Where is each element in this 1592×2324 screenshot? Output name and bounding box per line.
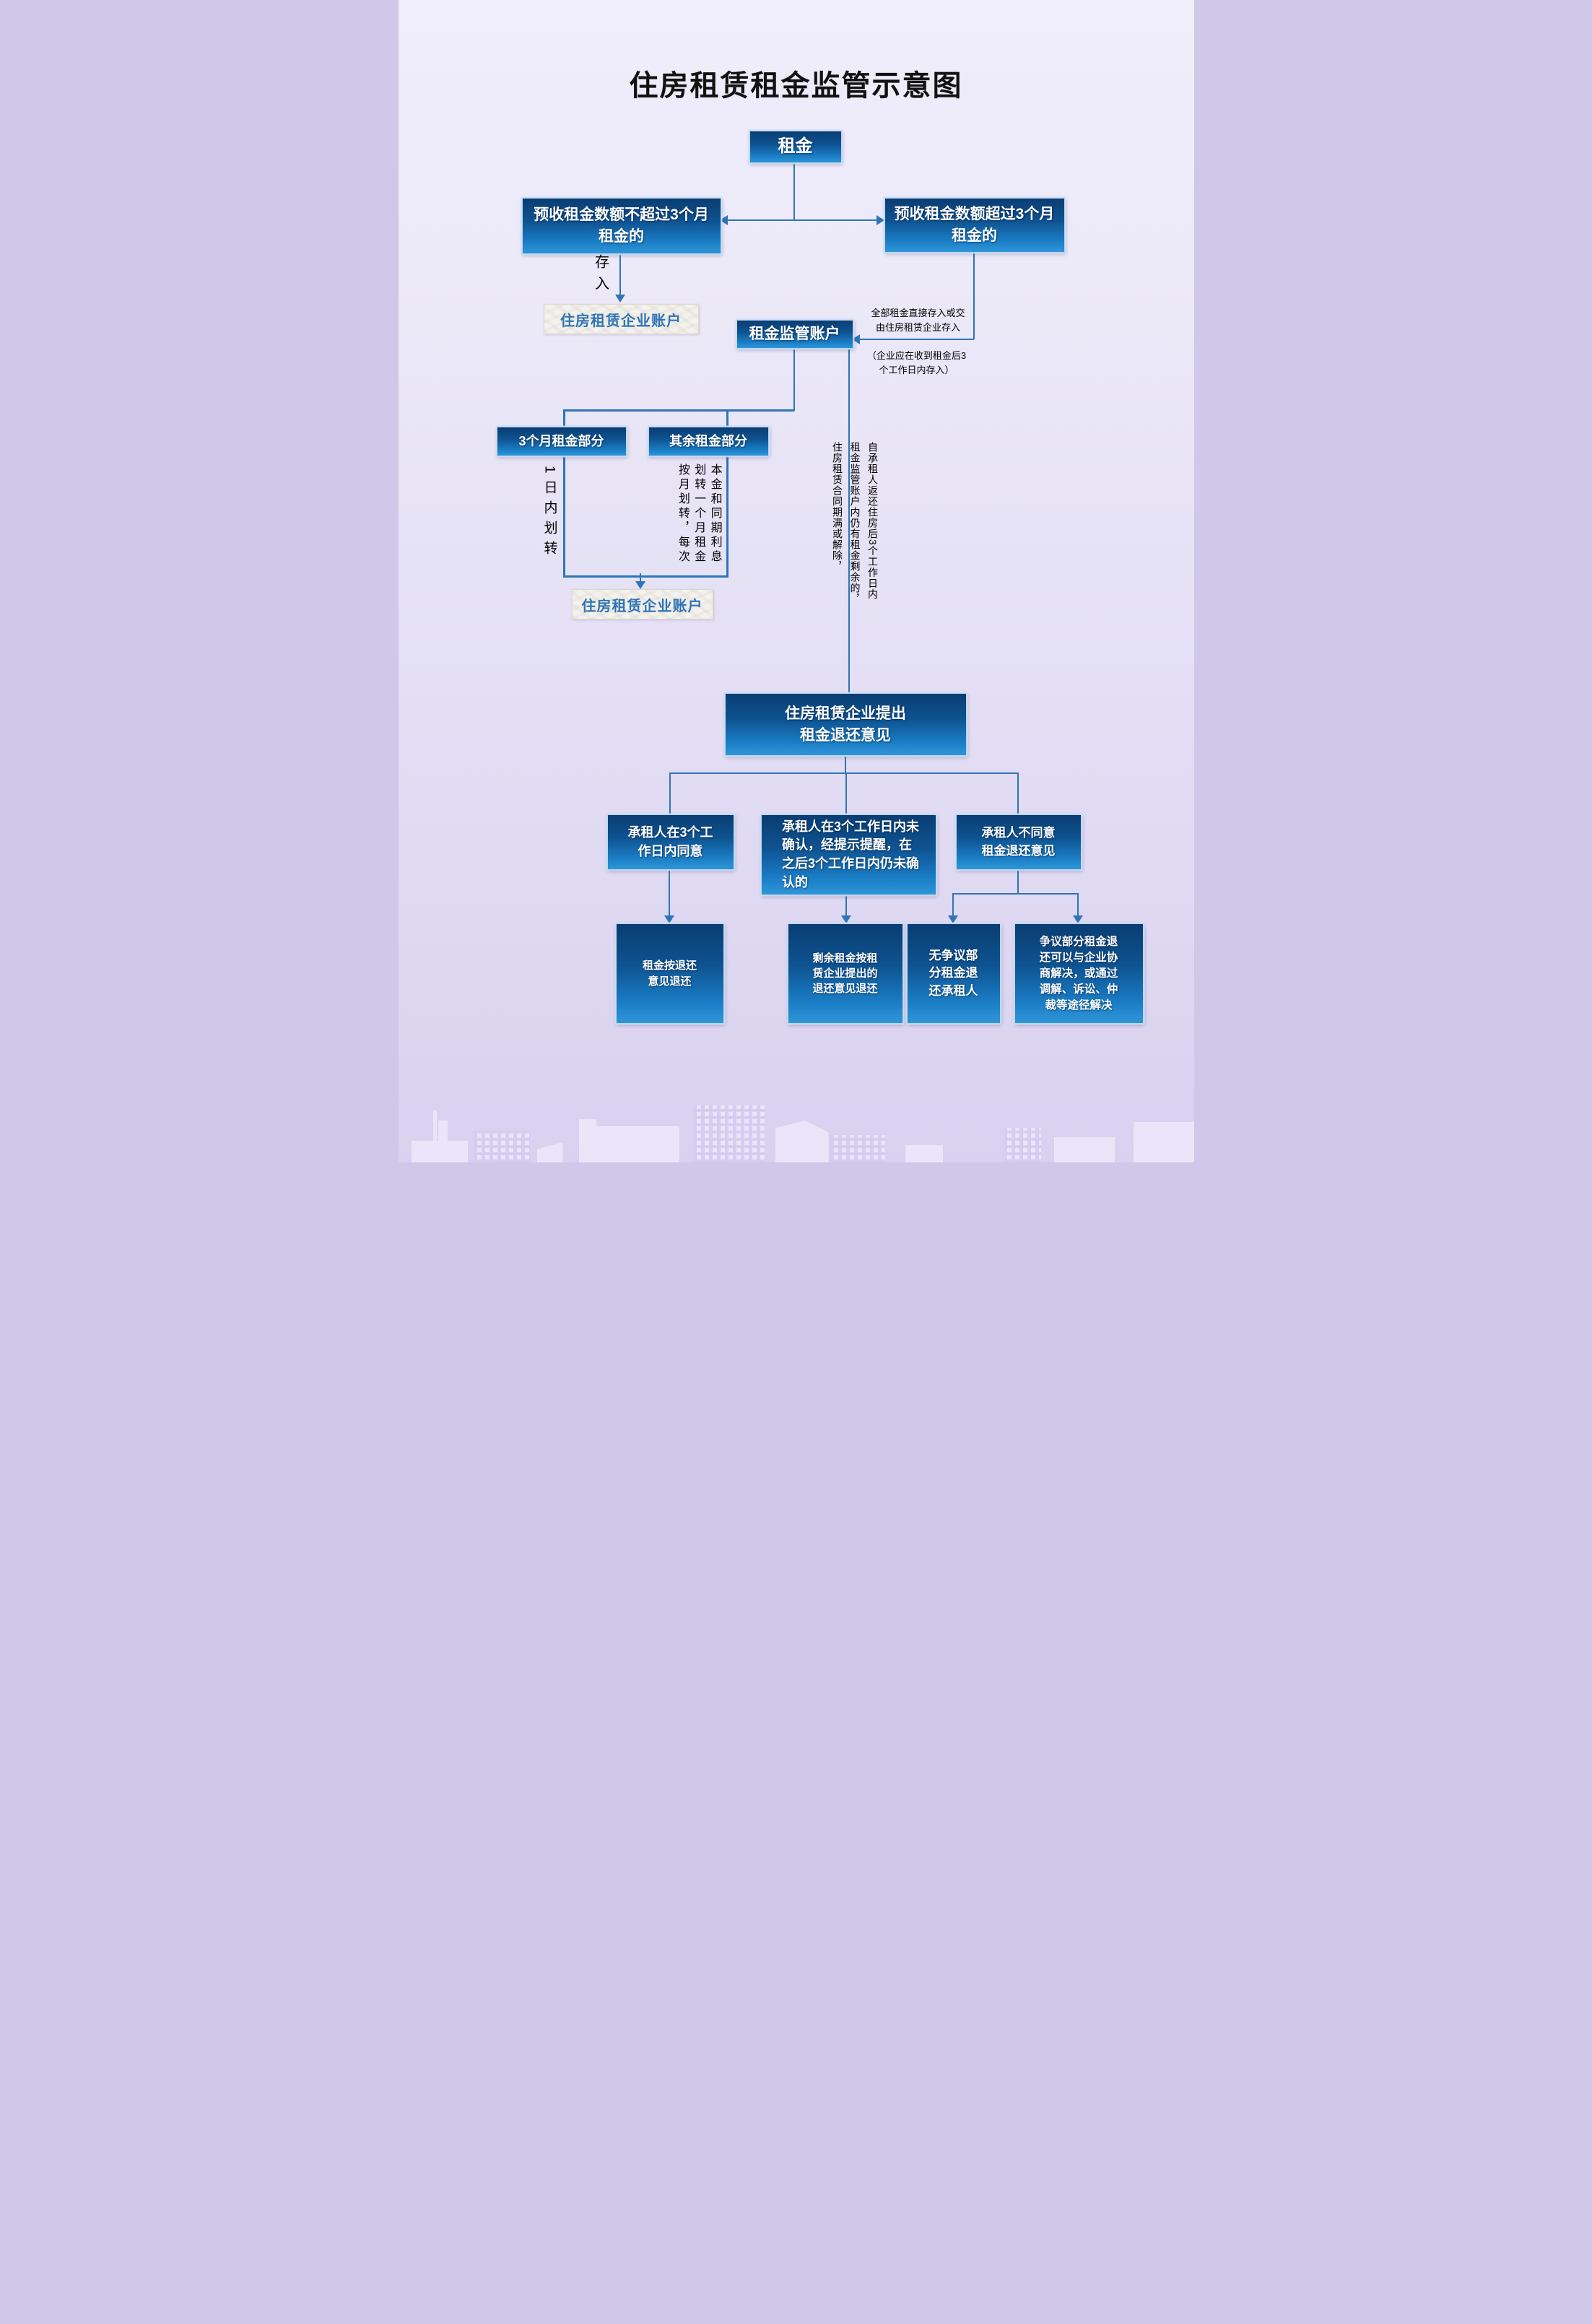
skyline-building	[578, 1119, 596, 1162]
connector-row1right-down	[973, 251, 975, 339]
connector-frame-top-extension	[724, 409, 794, 412]
connector-monitor-to-frame	[793, 347, 795, 411]
skyline-building	[692, 1105, 765, 1162]
arrowhead-down-icon	[840, 915, 851, 923]
connector-row2-distribution	[669, 773, 1018, 774]
diagram-title: 住房租赁租金监管示意图	[629, 69, 963, 103]
flow-node-rest-part: 其余租金部分	[648, 427, 769, 456]
connector-disagree-split	[952, 893, 1079, 895]
connector-rent-down	[793, 162, 795, 220]
arrowhead-left-icon	[719, 215, 728, 225]
skyline-building	[596, 1126, 679, 1162]
skyline-building	[830, 1135, 885, 1162]
connector-frame	[562, 409, 728, 578]
connector-deposit-down	[619, 253, 621, 295]
connector-agree-down	[668, 869, 670, 916]
flow-node-row1-right: 预收租金数额超过3个月 租金的	[884, 198, 1065, 253]
flow-node-monitor-account: 租金监管账户	[736, 320, 853, 349]
label-company-account-2: 住房租赁企业账户	[571, 589, 713, 619]
note-remaining-rent: 自承租人返还住房后3个工作日内 租金监管账户内仍有租金剩余的， 住房租赁合同期满…	[832, 442, 879, 604]
flow-node-row1-left: 预收租金数额不超过3个月 租金的	[521, 198, 721, 254]
flow-node-disputed: 争议部分租金退 还可以与企业协 商解决，或通过 调解、诉讼、仲 裁等途径解决	[1014, 923, 1144, 1024]
connector-frame-to-account2	[639, 573, 641, 582]
skyline-building	[1053, 1137, 1115, 1162]
connector-drop-agree	[669, 773, 671, 814]
skyline-building	[905, 1145, 943, 1162]
flow-node-undisputed: 无争议部 分租金退 还承租人	[906, 923, 1001, 1024]
flow-node-refund-as-opinion: 租金按退还 意见退还	[615, 923, 724, 1024]
flow-node-row2-noconfirm: 承租人在3个工作日内未 确认，经提示提醒，在 之后3个工作日内仍未确 认的	[760, 814, 936, 895]
arrowhead-down-icon	[664, 915, 674, 923]
label-company-account-1: 住房租赁企业账户	[543, 304, 699, 334]
flow-node-row2-agree: 承租人在3个工 作日内同意	[606, 814, 734, 870]
skyline-building	[775, 1120, 829, 1162]
flow-node-three-month-part: 3个月租金部分	[496, 427, 627, 456]
arrowhead-down-icon	[614, 295, 625, 303]
skyline-building	[1133, 1122, 1194, 1162]
arrowhead-left-icon	[851, 334, 860, 344]
arrowhead-down-icon	[947, 915, 958, 923]
flow-node-remaining-refund: 剩余租金按租 赁企业提出的 退还意见退还	[787, 923, 903, 1024]
connector-propose-down	[844, 754, 846, 773]
connector-drop-disagree	[1017, 773, 1019, 815]
diagram-canvas: 住房租赁租金监管示意图 租金 预收租金数额不超过3个月 租金的 预收租金数额超过…	[398, 0, 1194, 1162]
connector-noconfirm-down	[845, 895, 847, 916]
label-deposit: 存入	[592, 254, 609, 297]
connector-monitor-to-propose	[848, 347, 850, 693]
skyline-building	[1003, 1128, 1041, 1162]
note-rest-transfer: 本金和同期利息 划转一个月租金 按月划转，每次	[676, 464, 721, 565]
skyline-building	[438, 1120, 448, 1162]
skyline-building	[536, 1142, 563, 1162]
note-full-rent: 全部租金直接存入或交 由住房租赁企业存入	[871, 308, 965, 333]
arrowhead-right-icon	[876, 215, 884, 225]
connector-drop-noconfirm	[845, 773, 847, 814]
arrowhead-down-icon	[635, 581, 645, 589]
connector-into-monitor	[859, 339, 974, 340]
note-deadline: （企业应在收到租金后3 个工作日内存入）	[866, 350, 967, 375]
skyline-building	[432, 1110, 437, 1162]
connector-disagree-down	[1017, 869, 1019, 895]
connector-drop-undisputed	[952, 893, 954, 916]
flow-node-rent: 租金	[749, 131, 842, 163]
arrowhead-down-icon	[1072, 915, 1083, 923]
connector-drop-disputed	[1076, 893, 1079, 916]
connector-row1-split	[726, 219, 878, 221]
skyline-building	[473, 1131, 530, 1162]
note-one-day-transfer: 1日内划转	[541, 466, 557, 561]
flow-node-row2-disagree: 承租人不同意 租金退还意见	[955, 814, 1082, 870]
flow-node-propose: 住房租赁企业提出 租金退还意见	[724, 693, 967, 756]
